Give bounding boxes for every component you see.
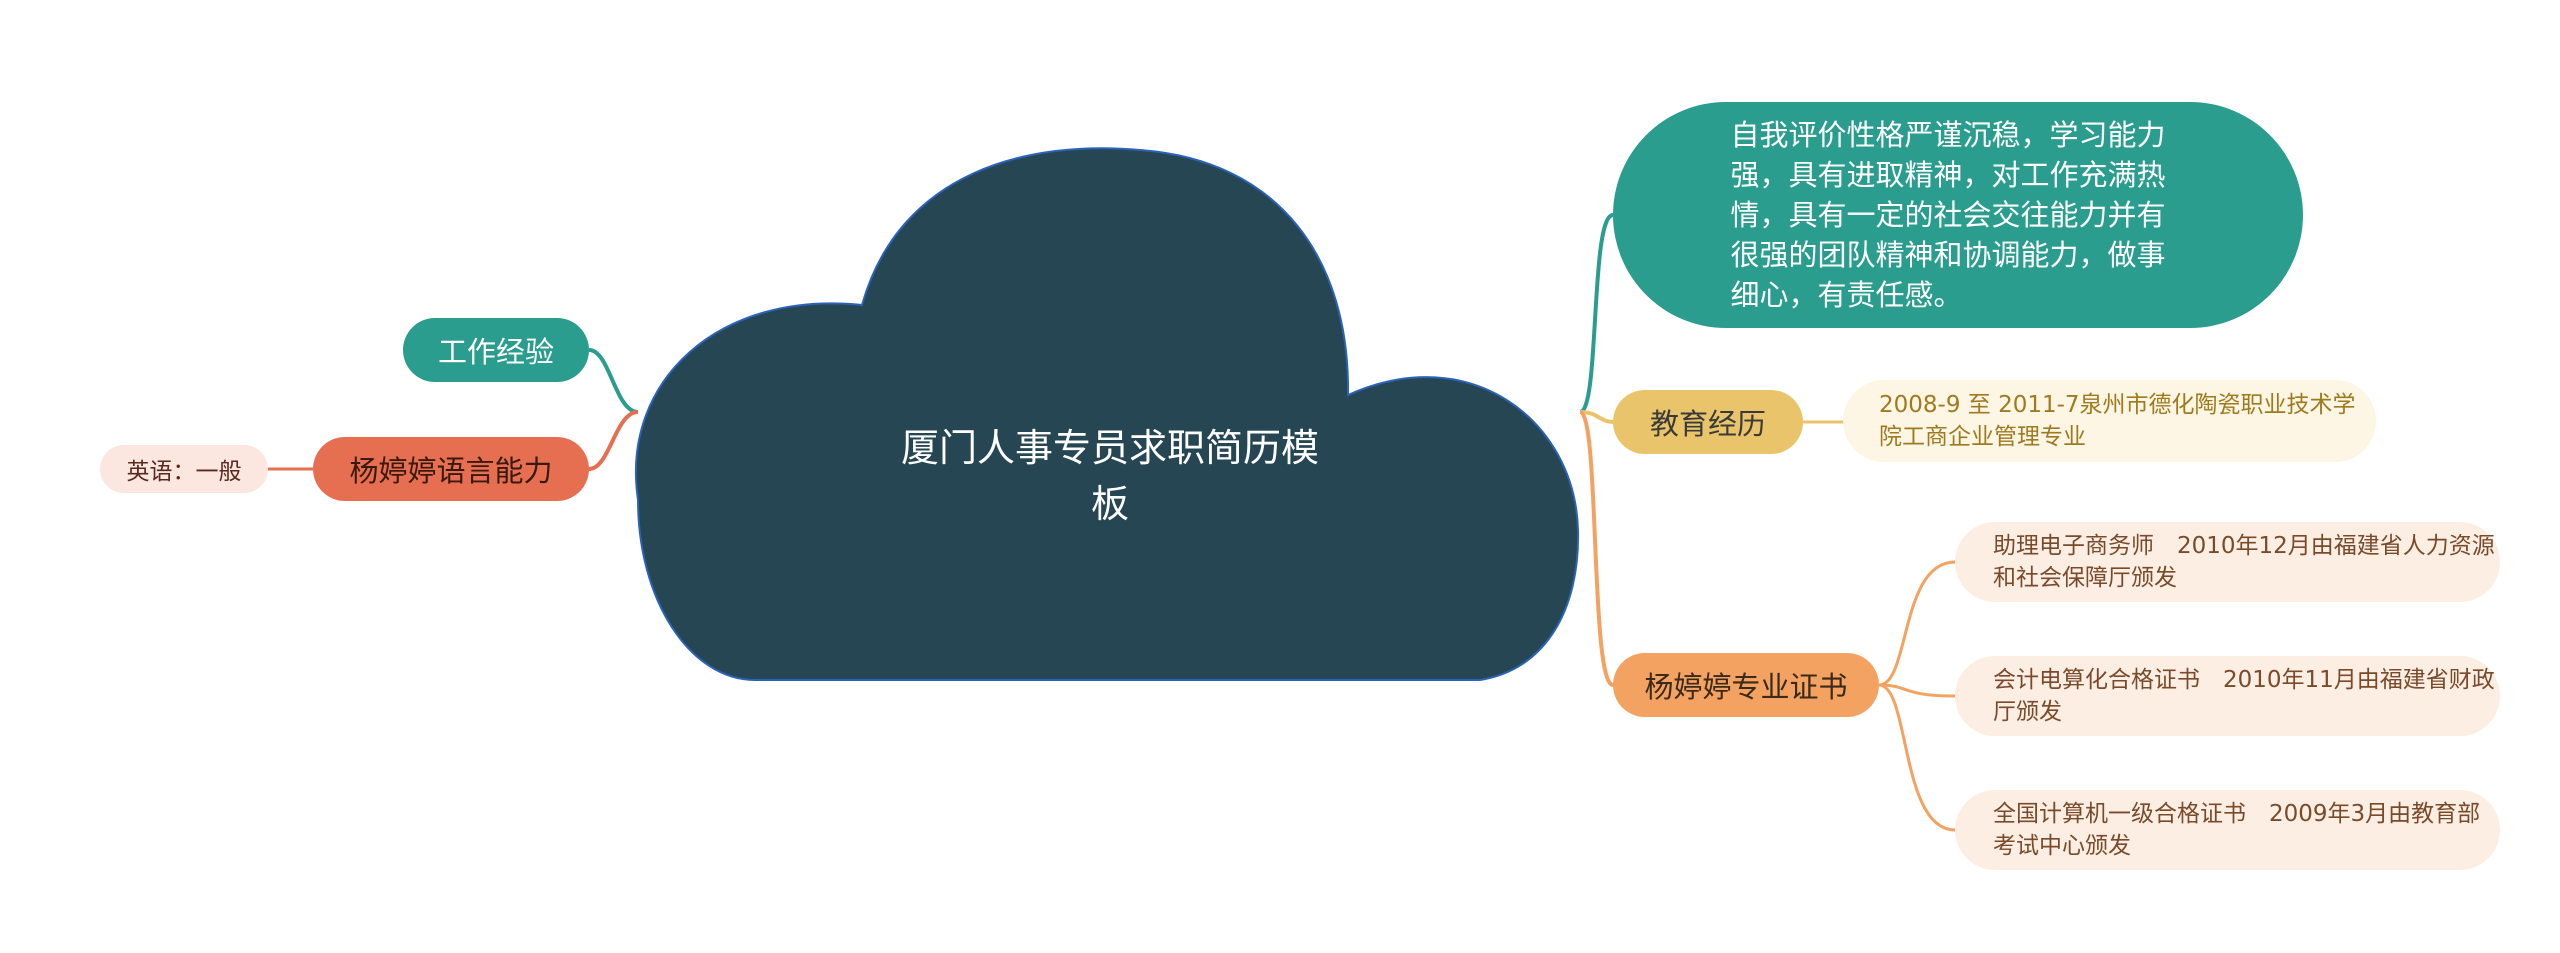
education-node[interactable]: 教育经历: [1613, 390, 1803, 454]
connector-cert-3: [1878, 683, 1956, 832]
work-experience-node[interactable]: 工作经验: [403, 318, 589, 382]
certificates-node[interactable]: 杨婷婷专业证书: [1613, 653, 1879, 717]
self-evaluation-text: 自我评价性格严谨沉稳，学习能力强，具有进取精神，对工作充满热情，具有一定的社会交…: [1730, 118, 2166, 312]
language-ability-node[interactable]: 杨婷婷语言能力: [313, 437, 589, 501]
self-evaluation-node[interactable]: 自我评价性格严谨沉稳，学习能力强，具有进取精神，对工作充满热情，具有一定的社会交…: [1613, 102, 2303, 328]
central-title-line-2: 板: [1090, 482, 1129, 526]
education-detail-text: 2008-9 至 2011-7泉州市德化陶瓷职业技术学院工商企业管理专业: [1879, 392, 2356, 450]
connector-cert-2: [1878, 683, 1956, 698]
education-label: 教育经历: [1649, 407, 1766, 441]
connector-cert-1: [1878, 560, 1956, 687]
connector-language: [588, 410, 639, 471]
certificate-item-text: 会计电算化合格证书 2010年11月由福建省财政厅颁发: [1993, 667, 2495, 725]
certificate-item[interactable]: 全国计算机一级合格证书 2009年3月由教育部考试中心颁发: [1955, 790, 2500, 870]
connector-education: [1579, 410, 1614, 424]
english-level-text: 英语：一般: [126, 459, 242, 485]
certificate-item[interactable]: 会计电算化合格证书 2010年11月由福建省财政厅颁发: [1955, 656, 2500, 736]
english-level-node[interactable]: 英语：一般: [100, 445, 268, 493]
work-experience-label: 工作经验: [437, 335, 554, 369]
language-ability-label: 杨婷婷语言能力: [349, 454, 553, 488]
connector-work: [588, 348, 639, 414]
central-title-line-1: 厦门人事专员求职简历模: [900, 426, 1319, 470]
certificates-label: 杨婷婷专业证书: [1644, 670, 1848, 704]
central-cloud-shape: [635, 147, 1580, 681]
connector-self-eval: [1578, 213, 1614, 414]
certificate-item[interactable]: 助理电子商务师 2010年12月由福建省人力资源和社会保障厅颁发: [1955, 522, 2500, 602]
certificate-item-text: 全国计算机一级合格证书 2009年3月由教育部考试中心颁发: [1993, 801, 2481, 859]
central-topic-title[interactable]: 厦门人事专员求职简历模 板: [860, 420, 1360, 532]
connector-certificates: [1578, 410, 1615, 687]
education-detail-node[interactable]: 2008-9 至 2011-7泉州市德化陶瓷职业技术学院工商企业管理专业: [1843, 380, 2376, 462]
certificate-item-text: 助理电子商务师 2010年12月由福建省人力资源和社会保障厅颁发: [1993, 533, 2495, 591]
